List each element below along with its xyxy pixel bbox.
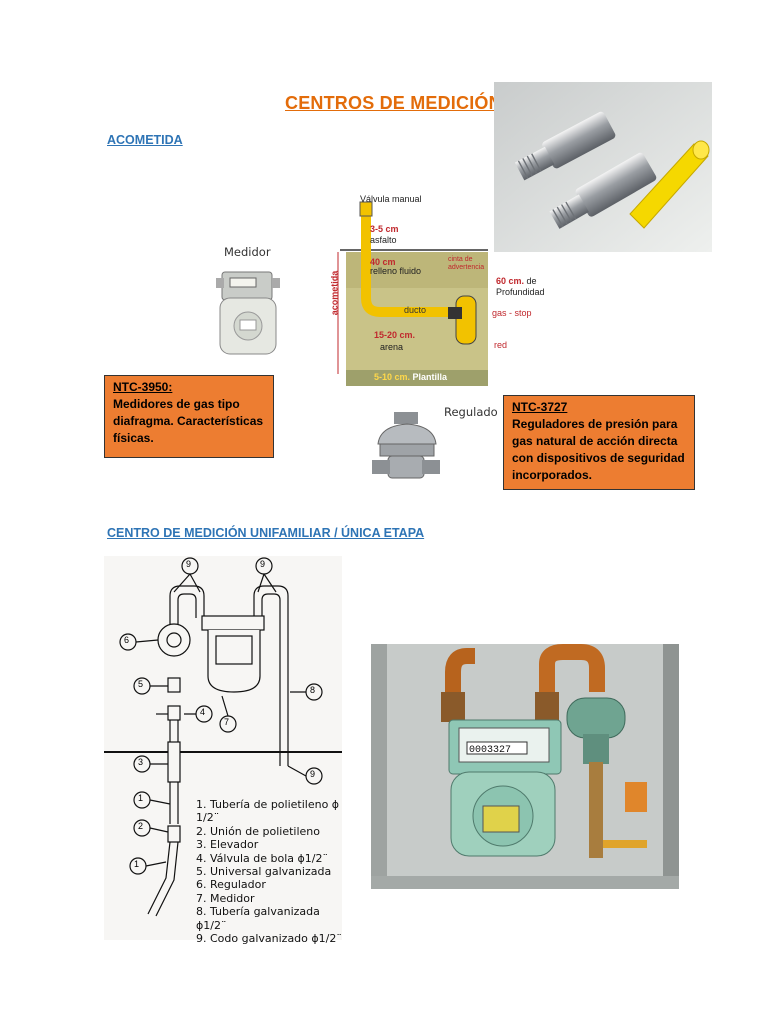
callout-8: 8	[310, 685, 316, 695]
installed-meter-photo: 0003327	[371, 644, 679, 889]
arena-label: arena	[380, 342, 404, 352]
callout-3: 3	[138, 757, 144, 767]
ducto-label: ducto	[404, 305, 427, 315]
dim-40cm: 40 cm	[370, 257, 396, 267]
legend-item: 3. Elevador	[196, 838, 259, 852]
callout-9b: 9	[260, 559, 266, 569]
callout-2: 2	[138, 821, 144, 831]
plantilla-label: 5-10 cm. Plantilla	[374, 372, 448, 382]
gas-stop-label: gas - stop	[492, 308, 532, 318]
legend-item: 9. Codo galvanizado ϕ1/2¨	[196, 932, 342, 946]
meter-image	[216, 268, 280, 360]
dim-3-5cm: 3-5 cm	[370, 224, 399, 234]
trench-diagram: Válvula manual 3-5 cm asfalto 40 cm rell…	[326, 192, 558, 388]
dim-15-20cm: 15-20 cm.	[374, 330, 416, 340]
section-heading-acometida: ACOMETIDA	[107, 133, 183, 147]
legend-item: 1. Tubería de polietileno ϕ 1/2¨	[196, 798, 340, 825]
ntc-3727-text: Reguladores de presión para gas natural …	[512, 417, 685, 482]
ntc-3950-code: NTC-3950:	[113, 380, 173, 394]
callout-1a: 1	[138, 793, 144, 803]
legend-item: 5. Universal galvanizada	[196, 865, 332, 879]
callout-9c: 9	[310, 769, 316, 779]
fittings-photo	[494, 82, 712, 252]
red-label: red	[494, 340, 508, 350]
legend-item: 8. Tubería galvanizada ϕ1/2¨	[196, 905, 320, 932]
regulator-image	[370, 410, 444, 486]
regulado-label: Regulado	[444, 405, 498, 419]
callout-5: 5	[138, 679, 144, 689]
meter-reading: 0003327	[469, 745, 511, 756]
medidor-label: Medidor	[224, 245, 271, 259]
ntc-3950-text: Medidores de gas tipo diafragma. Caracte…	[113, 397, 264, 445]
asfalto-label: asfalto	[370, 235, 397, 245]
relleno-label: relleno fluido	[370, 266, 422, 276]
valvula-manual-label: Válvula manual	[360, 194, 422, 204]
ntc-3950-box: NTC-3950: Medidores de gas tipo diafragm…	[104, 375, 274, 458]
page-title: CENTROS DE MEDICIÓN	[285, 93, 502, 113]
ntc-3727-code: NTC-3727	[512, 400, 568, 414]
legend-item: 7. Medidor	[196, 891, 255, 905]
diagram-legend: 1. Tubería de polietileno ϕ 1/2¨ 2. Unió…	[196, 798, 342, 945]
legend-item: 2. Unión de polietileno	[196, 824, 321, 838]
callout-9a: 9	[186, 559, 192, 569]
callout-1b: 1	[134, 859, 140, 869]
callout-6: 6	[124, 635, 130, 645]
callout-7: 7	[224, 717, 230, 727]
acometida-vertical-label: acometida	[329, 270, 340, 316]
legend-item: 4. Válvula de bola ϕ1/2¨	[196, 851, 328, 865]
installation-diagram: 9 9 6 5 4 7 8 9 3 1 2 1 1. Tubería de po…	[104, 556, 342, 945]
ntc-3727-box: NTC-3727 Reguladores de presión para gas…	[503, 395, 695, 490]
legend-item: 6. Regulador	[196, 878, 266, 892]
section-heading-centro-medicion: CENTRO DE MEDICIÓN UNIFAMILIAR / ÚNICA E…	[107, 526, 425, 540]
callout-4: 4	[200, 707, 206, 717]
